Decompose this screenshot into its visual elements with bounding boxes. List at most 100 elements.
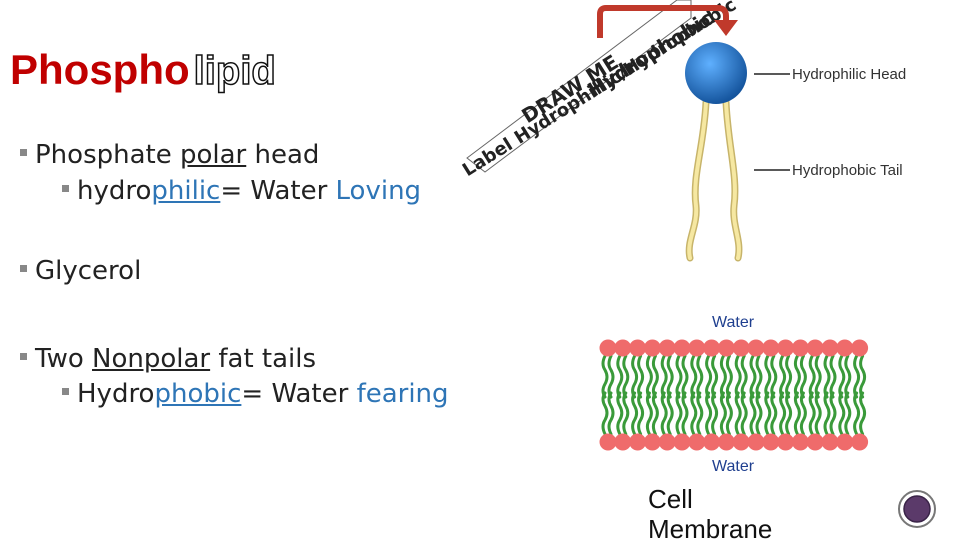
bullet-marker (20, 149, 27, 156)
bullet-underlined: polar (179, 140, 247, 170)
membrane-head (836, 433, 854, 451)
membrane-tail (844, 391, 852, 436)
membrane-tail (690, 354, 698, 399)
membrane-tail (690, 391, 698, 436)
cell-label-line1: Cell (648, 484, 693, 514)
title-main: Phospho (10, 46, 190, 93)
membrane-head (747, 339, 765, 357)
membrane-head (673, 339, 691, 357)
membrane-tail (616, 354, 624, 399)
membrane-tail (616, 391, 624, 436)
membrane-tail (711, 391, 719, 436)
membrane-tail (725, 391, 733, 436)
bullet-glycerol: Glycerol (20, 256, 141, 286)
water-label-top: Water (712, 314, 755, 331)
membrane-tail (823, 391, 831, 436)
bullet-tails: Two Nonpolar fat tails (20, 344, 316, 374)
label-hydrophobic-tail: Hydrophobic Tail (792, 162, 903, 179)
bullet-colored: Loving (335, 176, 422, 206)
bullet-text: Phosphate (35, 140, 180, 170)
membrane-head (732, 339, 750, 357)
membrane-tail (601, 354, 609, 399)
membrane-tail (622, 391, 630, 436)
membrane-head (762, 433, 780, 451)
red-arrow-icon (597, 5, 738, 38)
bullet-underlined: Nonpolar (92, 344, 211, 374)
slide-nav-button[interactable] (896, 488, 938, 530)
membrane-tail (711, 354, 719, 399)
membrane-head (717, 433, 735, 451)
bilayer-diagram (599, 339, 869, 451)
membrane-tail (631, 391, 639, 436)
membrane-tail (705, 391, 713, 436)
membrane-tail (725, 354, 733, 399)
membrane-head (599, 339, 617, 357)
membrane-head (643, 433, 661, 451)
membrane-head (614, 433, 632, 451)
membrane-tail (740, 391, 748, 436)
membrane-head (806, 339, 824, 357)
membrane-tail (799, 354, 807, 399)
membrane-head (658, 339, 676, 357)
membrane-tail (719, 391, 727, 436)
membrane-head (791, 339, 809, 357)
bullet-text: head (246, 140, 320, 170)
bullet-text: hydro (77, 176, 152, 206)
membrane-tail (666, 354, 674, 399)
membrane-tail (740, 354, 748, 399)
membrane-tail (779, 391, 787, 436)
membrane-head (688, 339, 706, 357)
bullet-text: Glycerol (35, 256, 142, 286)
bullet-marker (62, 185, 69, 192)
membrane-tail (696, 391, 704, 436)
cell-membrane-label: Cell Membrane (648, 484, 772, 544)
membrane-tail (607, 391, 615, 436)
membrane-tail (770, 391, 778, 436)
membrane-head (717, 339, 735, 357)
membrane-tail (829, 391, 837, 436)
membrane-tail (705, 354, 713, 399)
membrane-tail (755, 391, 763, 436)
water-label-bottom: Water (712, 458, 755, 475)
membrane-tail (651, 354, 659, 399)
bullet-underlined: phobic (154, 379, 242, 409)
membrane-head (629, 433, 647, 451)
membrane-tail (785, 391, 793, 436)
label-hydrophilic-head: Hydrophilic Head (792, 66, 907, 83)
membrane-head (836, 339, 854, 357)
membrane-head (821, 433, 839, 451)
membrane-tail (645, 354, 653, 399)
cell-label-line2: Membrane (648, 514, 773, 544)
membrane-head (614, 339, 632, 357)
membrane-tail (785, 354, 793, 399)
membrane-head (658, 433, 676, 451)
membrane-tail (631, 354, 639, 399)
membrane-tail (853, 354, 861, 399)
membrane-tail (734, 354, 742, 399)
membrane-head (791, 433, 809, 451)
bullet-phosphate: Phosphate polar head (20, 140, 319, 170)
membrane-head (747, 433, 765, 451)
bullet-text: = Water (241, 379, 357, 409)
membrane-head (629, 339, 647, 357)
membrane-tail (814, 354, 822, 399)
membrane-tail (637, 391, 645, 436)
membrane-tail (749, 354, 757, 399)
membrane-tail (808, 391, 816, 436)
membrane-tail (681, 391, 689, 436)
membrane-tail (749, 391, 757, 436)
bullet-text: Hydro (77, 379, 155, 409)
membrane-tail (853, 391, 861, 436)
membrane-tail (660, 391, 668, 436)
bullet-underlined: philic (151, 176, 221, 206)
membrane-head (643, 339, 661, 357)
membrane-tail (829, 354, 837, 399)
bullet-marker (20, 353, 27, 360)
membrane-tail (859, 354, 867, 399)
membrane-tail (675, 354, 683, 399)
head-sphere (685, 42, 747, 104)
membrane-tail (799, 391, 807, 436)
membrane-head (703, 339, 721, 357)
membrane-tail (838, 391, 846, 436)
